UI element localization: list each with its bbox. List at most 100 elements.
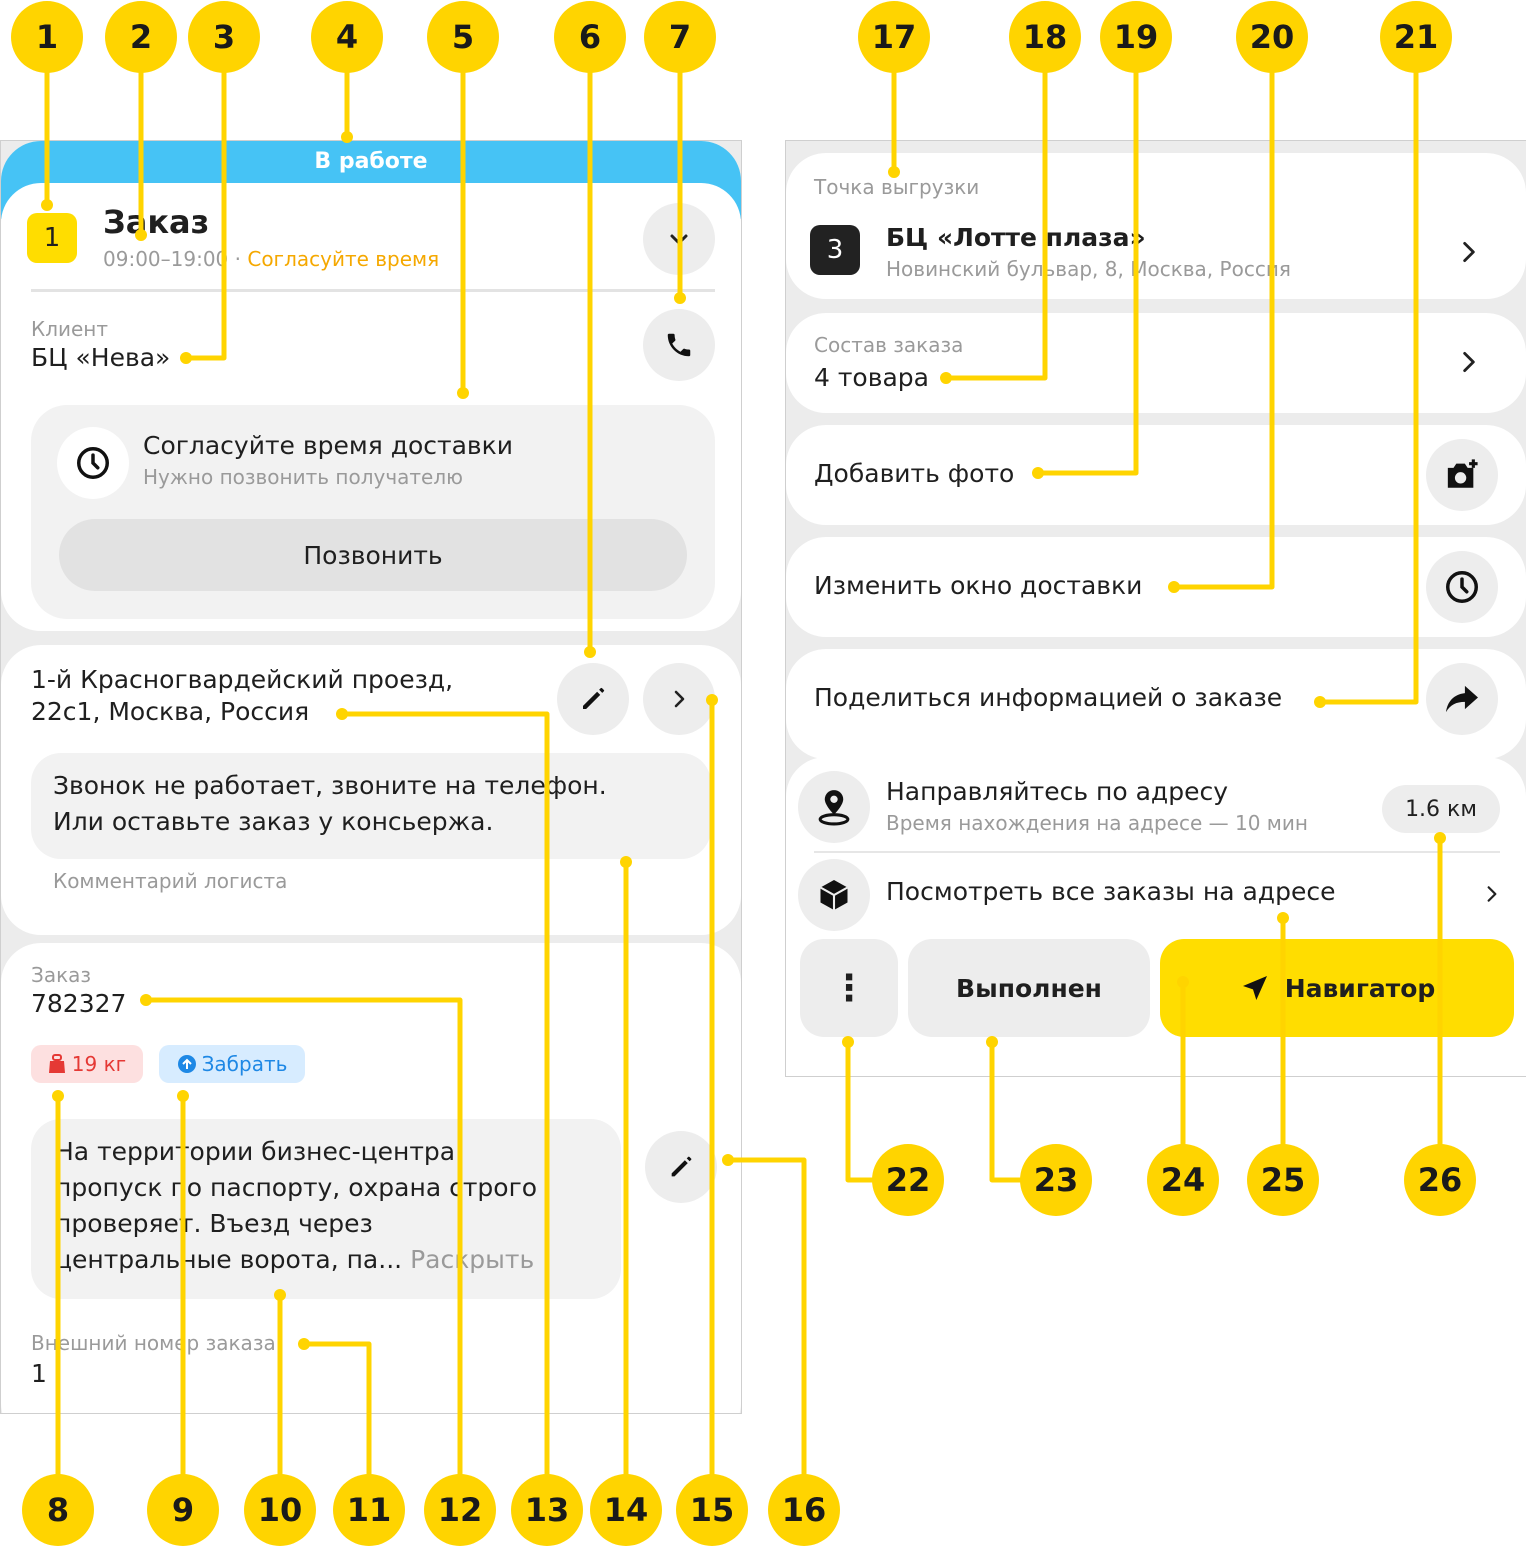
order-comment-bubble[interactable]: На территории бизнес-центра пропуск по п…: [31, 1119, 621, 1299]
distance-pill: 1.6 км: [1382, 785, 1500, 833]
navigator-label: Навигатор: [1284, 973, 1436, 1003]
callout-20: 20: [1236, 1, 1308, 73]
callout-7: 7: [644, 1, 716, 73]
route-title: Направляйтесь по адресу: [886, 777, 1229, 806]
callout-26: 26: [1404, 1144, 1476, 1216]
contents-card[interactable]: Состав заказа 4 товара: [786, 313, 1526, 413]
pencil-icon: [583, 687, 605, 709]
order-index: 1: [43, 223, 61, 253]
chevron-right-icon: [1463, 351, 1475, 373]
callout-16: 16: [768, 1474, 840, 1546]
call-button-label: Позвонить: [303, 540, 443, 570]
callout-23: 23: [1020, 1144, 1092, 1216]
agree-clock-circle: [57, 427, 129, 499]
callout-21: 21: [1380, 1, 1452, 73]
callout-25: 25: [1247, 1144, 1319, 1216]
order-comment-text: центральные ворота, па...: [55, 1245, 403, 1274]
address-line1: 1-й Красногвардейский проезд,: [31, 665, 454, 694]
change-window-button[interactable]: [1426, 551, 1498, 623]
change-window-card[interactable]: Изменить окно доставки: [786, 537, 1526, 637]
weight-tag: 19 кг: [31, 1045, 143, 1083]
edit-address-button[interactable]: [557, 663, 629, 735]
distance-value: 1.6 км: [1405, 796, 1477, 822]
callout-13: 13: [511, 1474, 583, 1546]
unload-label: Точка выгрузки: [814, 175, 980, 199]
all-orders-label: Посмотреть все заказы на адресе: [886, 877, 1336, 906]
done-button[interactable]: Выполнен: [908, 939, 1150, 1037]
callout-18: 18: [1009, 1, 1081, 73]
header-divider: [31, 289, 715, 292]
share-button[interactable]: [1426, 663, 1498, 735]
agree-time-card: Согласуйте время доставки Нужно позвонит…: [31, 405, 715, 619]
callout-14: 14: [590, 1474, 662, 1546]
pickup-label: Забрать: [201, 1052, 288, 1076]
order-header-card: 1 Заказ 09:00–19:00 · Согласуйте время К…: [1, 183, 741, 631]
callout-22: 22: [872, 1144, 944, 1216]
callout-8: 8: [22, 1474, 94, 1546]
clock-icon: [77, 447, 109, 479]
logist-comment-line2: Или оставьте заказ у консьержа.: [53, 807, 494, 836]
call-client-button[interactable]: [643, 309, 715, 381]
add-photo-label: Добавить фото: [814, 459, 1015, 488]
agree-title: Согласуйте время доставки: [143, 431, 513, 460]
box-circle: [798, 859, 870, 931]
callout-6: 6: [554, 1, 626, 73]
order-comment-line2: пропуск по паспорту, охрана строго: [55, 1173, 537, 1202]
logist-comment-line1: Звонок не работает, звоните на телефон.: [53, 771, 607, 800]
order-panel-right: Точка выгрузки 3 БЦ «Лотте плаза» Новинс…: [785, 140, 1526, 1077]
unload-index-badge: 3: [810, 225, 860, 275]
collapse-button[interactable]: [643, 203, 715, 275]
route-subtitle: Время нахождения на адресе — 10 мин: [886, 811, 1308, 835]
client-label: Клиент: [31, 317, 109, 341]
callout-24: 24: [1147, 1144, 1219, 1216]
address-line2: 22с1, Москва, Россия: [31, 697, 310, 726]
share-label: Поделиться информацией о заказе: [814, 683, 1283, 712]
callout-2: 2: [105, 1, 177, 73]
logist-comment-bubble: Звонок не работает, звоните на телефон. …: [31, 753, 711, 859]
done-label: Выполнен: [956, 973, 1102, 1003]
add-photo-card[interactable]: Добавить фото: [786, 425, 1526, 525]
more-icon: ⋮: [831, 967, 867, 1009]
order-time-line: 09:00–19:00 · Согласуйте время: [103, 247, 439, 271]
agree-subtitle: Нужно позвонить получателю: [143, 465, 463, 489]
order-comment-line3: проверяет. Въезд через: [55, 1209, 373, 1238]
callout-19: 19: [1100, 1, 1172, 73]
unload-address: Новинский бульвар, 8, Москва, Россия: [886, 257, 1291, 281]
all-orders-row[interactable]: Посмотреть все заказы на адресе: [786, 855, 1526, 935]
address-card: 1-й Красногвардейский проезд, 22с1, Моск…: [1, 645, 741, 935]
clock-icon: [1446, 571, 1478, 603]
share-card[interactable]: Поделиться информацией о заказе: [786, 649, 1526, 759]
callout-3: 3: [188, 1, 260, 73]
unload-point-card[interactable]: Точка выгрузки 3 БЦ «Лотте плаза» Новинс…: [786, 153, 1526, 299]
route-pin-circle: [798, 771, 870, 843]
order-time: 09:00–19:00: [103, 247, 229, 271]
order-index-badge: 1: [27, 213, 77, 263]
open-address-button[interactable]: [643, 663, 715, 735]
order-details-card: Заказ 782327 19 кг Забрать На территории…: [1, 943, 741, 1413]
order-comment-line4: центральные ворота, па... Раскрыть: [55, 1245, 534, 1274]
callout-12: 12: [424, 1474, 496, 1546]
unload-index: 3: [826, 235, 844, 265]
share-arrow-icon: [1446, 685, 1478, 713]
pickup-tag: Забрать: [159, 1045, 305, 1083]
navigation-arrow-icon: [1242, 976, 1267, 1000]
weight-icon: [48, 1054, 65, 1073]
navigator-button[interactable]: Навигатор: [1160, 939, 1514, 1037]
time-separator: ·: [234, 247, 241, 271]
chevron-right-icon: [1463, 241, 1475, 263]
change-window-label: Изменить окно доставки: [814, 571, 1143, 600]
location-pin-icon: [818, 790, 850, 826]
route-divider: [814, 851, 1500, 853]
contents-value: 4 товара: [814, 363, 929, 392]
call-button[interactable]: Позвонить: [59, 519, 687, 591]
weight-value: 19 кг: [71, 1052, 127, 1076]
chevron-right-icon: [674, 690, 685, 708]
time-warning: Согласуйте время: [247, 247, 440, 271]
more-button[interactable]: ⋮: [800, 939, 898, 1037]
add-photo-button[interactable]: [1426, 439, 1498, 511]
client-name: БЦ «Нева»: [31, 343, 171, 372]
edit-order-comment-button[interactable]: [645, 1131, 717, 1203]
expand-link[interactable]: Раскрыть: [410, 1245, 535, 1274]
order-panel-left: В работе 1 Заказ 09:00–19:00 · Согласуйт…: [0, 140, 742, 1414]
pencil-icon: [671, 1156, 692, 1177]
